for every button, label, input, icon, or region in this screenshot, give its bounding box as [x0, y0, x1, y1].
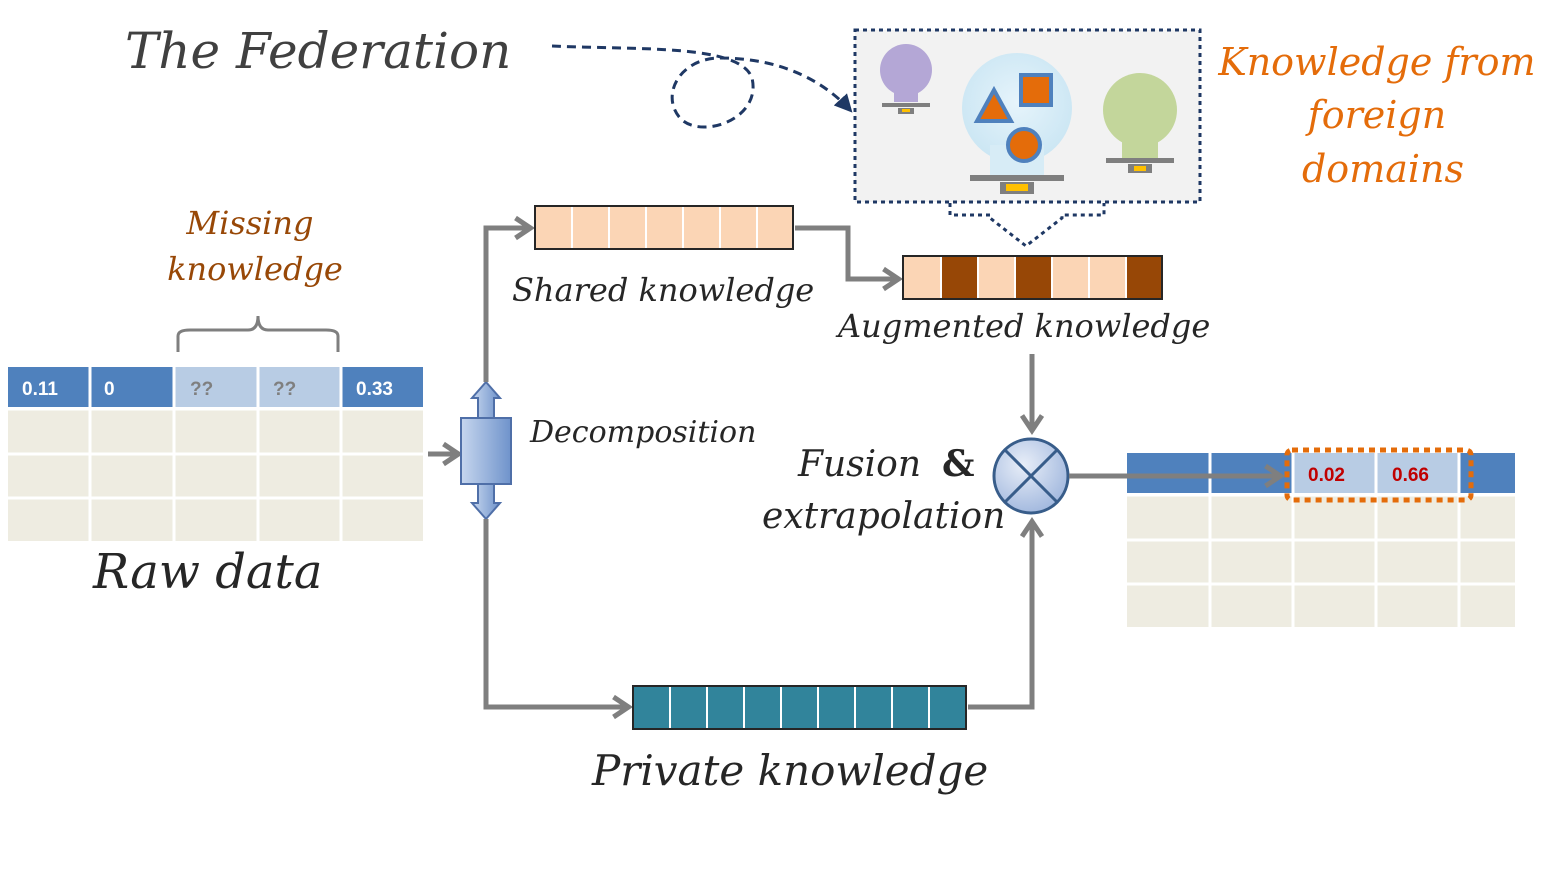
augmented-knowledge-label: Augmented knowledge	[835, 307, 1210, 345]
raw-table-missing-cell: ??	[190, 379, 213, 400]
federation-label: The Federation	[125, 22, 511, 80]
shared-to-augmented-arrow	[795, 225, 904, 292]
lightbulb-icon-central	[962, 53, 1072, 194]
missing-knowledge-brace	[176, 315, 340, 352]
fusion-label: Fusion & extrapolation	[762, 443, 1005, 537]
result-table: 0.02 0.66	[1127, 453, 1515, 627]
raw-data-label: Raw data	[92, 544, 322, 600]
decomp-to-private-arrow	[483, 519, 634, 720]
decomp-to-shared-arrow	[483, 215, 536, 382]
raw-table-missing-cell: ??	[273, 379, 296, 400]
raw-data-table: 0.11 0 ?? ?? 0.33	[8, 367, 423, 541]
result-highlight-box	[1284, 447, 1474, 503]
federation-merge-bracket	[948, 203, 1106, 248]
missing-knowledge-label: Missing knowledge	[167, 204, 343, 288]
private-knowledge-label: Private knowledge	[591, 746, 988, 795]
square-shape-icon	[1019, 73, 1053, 107]
decomposition-label: Decomposition	[529, 415, 756, 450]
triangle-shape-icon	[973, 85, 1015, 123]
result-table-filled-cell: 0.02	[1308, 465, 1345, 486]
foreign-knowledge-label: Knowledge from foreign domains	[1217, 40, 1547, 191]
shared-knowledge-vector	[534, 205, 794, 250]
fusion-operator-icon	[992, 437, 1070, 515]
circle-shape-icon	[1006, 127, 1042, 163]
federation-dashed-arrow	[551, 44, 853, 129]
augmented-knowledge-vector	[902, 255, 1163, 300]
raw-table-header-cell: 0	[104, 379, 115, 400]
raw-table-header-cell: 0.11	[22, 379, 58, 400]
lightbulb-icon-green	[1103, 73, 1177, 173]
decomposition-icon	[460, 380, 512, 521]
private-to-fusion-arrow	[968, 516, 1045, 710]
raw-table-header-cell: 0.33	[356, 379, 393, 400]
result-table-filled-cell: 0.66	[1392, 465, 1429, 486]
lightbulb-icon-purple	[880, 44, 932, 114]
private-knowledge-vector	[632, 685, 967, 730]
shared-knowledge-label: Shared knowledge	[512, 271, 814, 309]
